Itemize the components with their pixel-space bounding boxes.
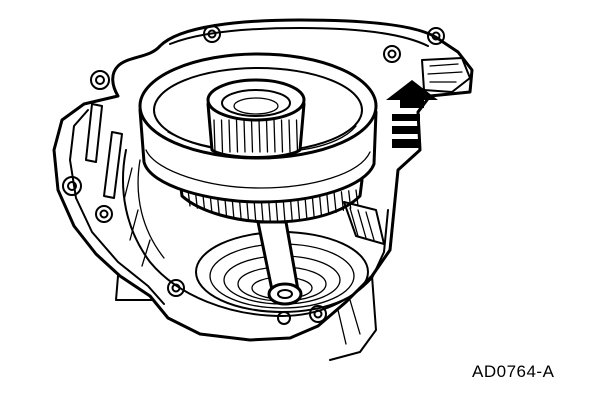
hub-spline [220, 119, 224, 153]
gear-tooth [348, 190, 352, 209]
hub-spline [295, 119, 299, 153]
hub-spline [288, 119, 291, 153]
gear-tooth [355, 189, 359, 207]
hub-spline [273, 119, 276, 153]
hub-spline [213, 119, 216, 153]
hub-spline [280, 119, 284, 153]
hub-spline [235, 119, 239, 153]
gear-tooth [326, 192, 330, 215]
figure-id-label: AD0764-A [472, 362, 555, 381]
up-arrow-icon [386, 80, 438, 148]
gear-tooth [333, 191, 337, 214]
hub-spline [265, 119, 269, 153]
gear-tooth [318, 193, 323, 217]
gear-tooth [340, 191, 345, 211]
hub-spline [243, 119, 246, 153]
clutch-drum [138, 52, 378, 204]
transmission-case [52, 18, 474, 361]
hub-spline [258, 119, 261, 153]
lower-clutch-assembly [195, 220, 369, 313]
hub-spline [250, 119, 254, 153]
hub-spline [228, 119, 231, 153]
